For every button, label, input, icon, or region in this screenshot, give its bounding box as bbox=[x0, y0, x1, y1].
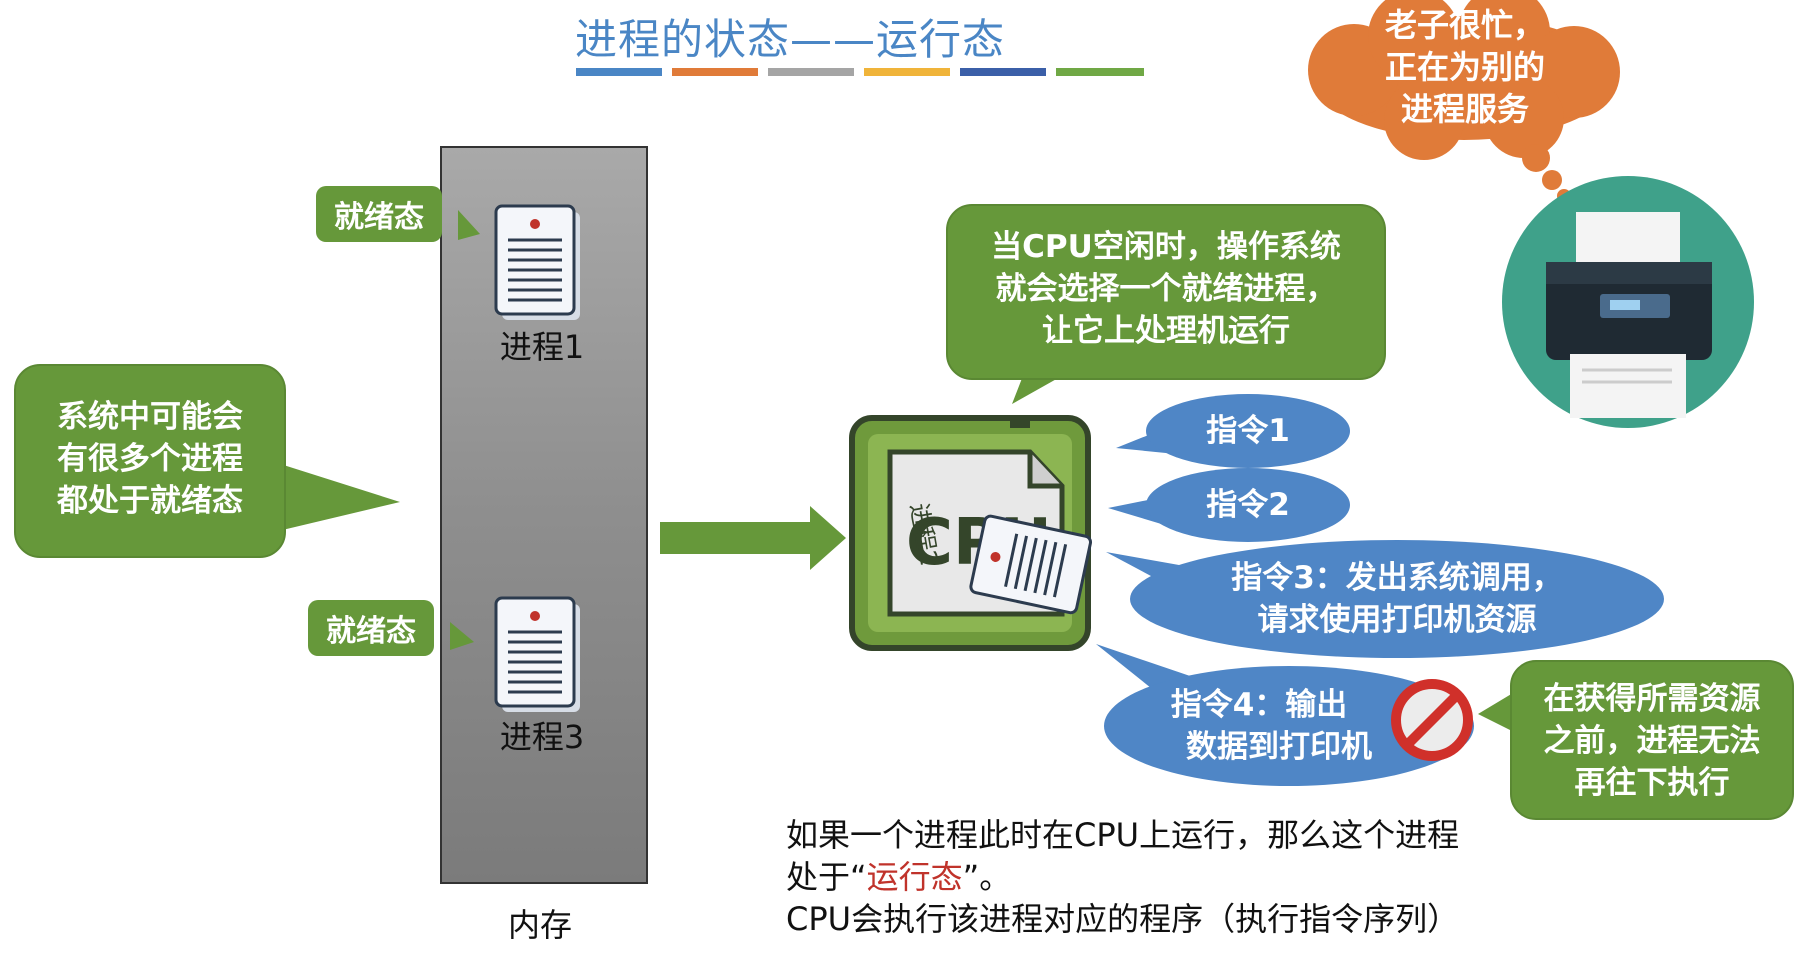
left-bubble-pointer bbox=[274, 462, 400, 532]
title-bar-yellow bbox=[864, 68, 950, 76]
instruction4-line-2: 数据到打印机 bbox=[1186, 729, 1372, 765]
instruction3-line-2: 请求使用打印机资源 bbox=[1257, 602, 1537, 638]
top-bubble-line-1: 当CPU空闲时，操作系统 bbox=[991, 229, 1341, 265]
instruction3-line-1: 指令3：发出系统调用， bbox=[1231, 560, 1563, 596]
ready-tag-process3: 就绪态 bbox=[308, 600, 434, 656]
process2-document-icon bbox=[969, 484, 1100, 615]
process3-label: 进程3 bbox=[499, 718, 585, 756]
running-state-highlight: 运行态 bbox=[866, 858, 963, 896]
ready-tag-process1: 就绪态 bbox=[316, 186, 442, 242]
top-bubble-line-3: 让它上处理机运行 bbox=[1042, 313, 1290, 349]
cloud-text: 老子很忙， 正在为别的 进程服务 bbox=[1334, 4, 1596, 130]
right-bubble-line-2: 之前，进程无法 bbox=[1543, 723, 1761, 759]
bottom-note-line-1: 如果一个进程此时在CPU上运行，那么这个进程 bbox=[786, 816, 1460, 854]
cloud-line-2: 正在为别的 bbox=[1384, 48, 1545, 86]
title-bar-gray bbox=[768, 68, 854, 76]
process1-document-icon bbox=[494, 204, 586, 326]
instruction2-bubble: 指令2 bbox=[1146, 468, 1350, 542]
schedule-arrow bbox=[660, 506, 846, 570]
ready-tag-pointer-3 bbox=[450, 622, 474, 650]
process1-label: 进程1 bbox=[499, 328, 585, 366]
left-bubble-line-1: 系统中可能会 bbox=[57, 399, 243, 435]
title-bar-green bbox=[1056, 68, 1144, 76]
title-bar-blue bbox=[576, 68, 662, 76]
instruction4-line-1: 指令4：输出 bbox=[1170, 687, 1348, 723]
cloud-line-3: 进程服务 bbox=[1400, 90, 1529, 128]
thought-cloud bbox=[1308, 0, 1620, 203]
bottom-note-line-2-prefix: 处于“ bbox=[786, 858, 867, 896]
ready-tag-pointer-1 bbox=[458, 210, 480, 240]
title-bar-navy bbox=[960, 68, 1046, 76]
bottom-note-line-2-suffix: ”。 bbox=[962, 858, 1012, 896]
prohibited-icon bbox=[1391, 679, 1473, 761]
right-bubble-pointer bbox=[1478, 690, 1518, 734]
process3-document-icon bbox=[494, 596, 586, 718]
right-bubble: 在获得所需资源 之前，进程无法 再往下执行 bbox=[1510, 660, 1794, 820]
instruction3-bubble: 指令3：发出系统调用， 请求使用打印机资源 bbox=[1130, 540, 1664, 658]
bottom-note-line-2: 处于“运行态”。 bbox=[786, 856, 1011, 898]
instruction1-bubble: 指令1 bbox=[1146, 394, 1350, 468]
left-bubble: 系统中可能会 有很多个进程 都处于就绪态 bbox=[14, 364, 286, 558]
right-bubble-line-1: 在获得所需资源 bbox=[1543, 681, 1761, 717]
top-bubble-line-2: 就会选择一个就绪进程， bbox=[995, 271, 1337, 307]
memory-label: 内存 bbox=[507, 906, 572, 944]
top-bubble: 当CPU空闲时，操作系统 就会选择一个就绪进程， 让它上处理机运行 bbox=[946, 204, 1386, 380]
left-bubble-line-2: 有很多个进程 bbox=[57, 441, 243, 477]
cloud-line-1: 老子很忙， bbox=[1384, 6, 1545, 44]
right-bubble-line-3: 再往下执行 bbox=[1574, 765, 1730, 801]
title-bar-orange bbox=[672, 68, 758, 76]
instruction2-text: 指令2 bbox=[1206, 487, 1290, 523]
instruction1-text: 指令1 bbox=[1206, 413, 1290, 449]
left-bubble-line-3: 都处于就绪态 bbox=[57, 483, 243, 519]
bottom-note-line-3: CPU会执行该进程对应的程序（执行指令序列） bbox=[786, 900, 1460, 938]
slide-title: 进程的状态——运行态 bbox=[574, 15, 1005, 64]
printer-icon bbox=[1502, 176, 1754, 428]
